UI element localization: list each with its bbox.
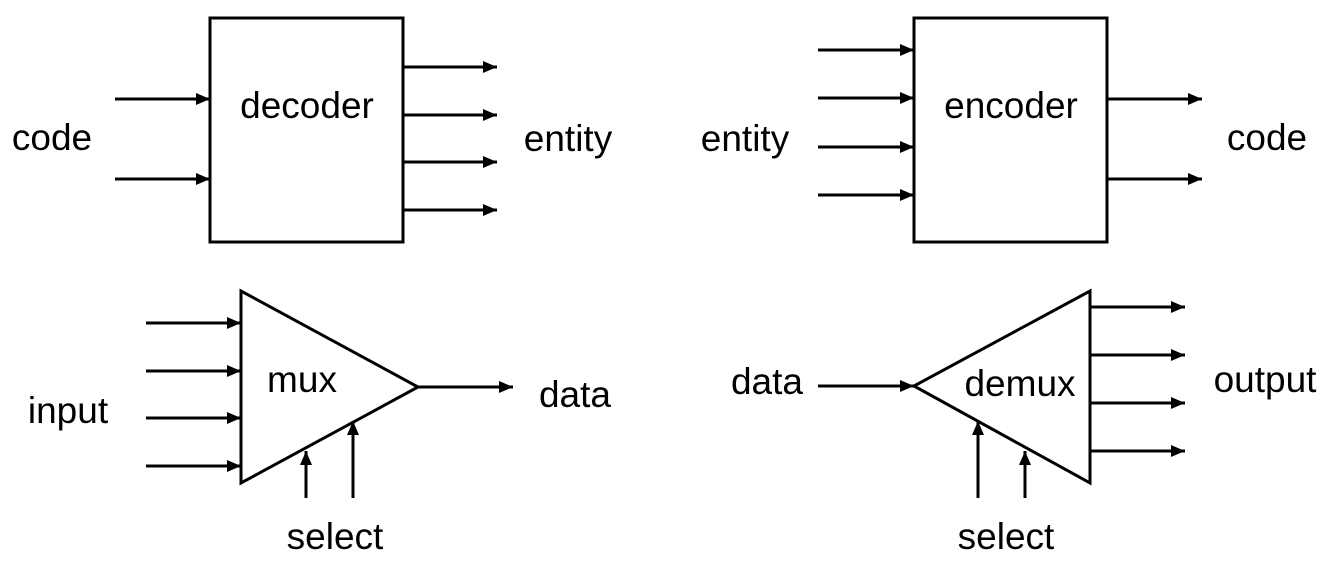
demux-output-label: output (1214, 359, 1318, 400)
encoder-box (912, 16, 1109, 244)
encoder-output-label: code (1227, 117, 1307, 158)
mux-input-label: input (28, 390, 109, 431)
decoder-box (208, 16, 405, 244)
decoder-input-label: code (12, 117, 92, 158)
decoder-block: decoder code entity (12, 16, 613, 244)
decoder-output-label: entity (524, 118, 613, 159)
mux-block: mux input data select (28, 288, 611, 557)
encoder-block: encoder entity code (701, 16, 1307, 244)
demux-block: demux data output select (731, 288, 1318, 557)
demux-input-label: data (731, 361, 803, 402)
mux-triangle (239, 288, 422, 486)
encoder-name: encoder (944, 85, 1078, 126)
mux-select-label: select (287, 516, 384, 557)
mux-output-label: data (539, 374, 611, 415)
mux-name: mux (267, 359, 337, 400)
encoder-input-label: entity (701, 118, 790, 159)
decoder-name: decoder (240, 85, 374, 126)
demux-select-label: select (958, 516, 1055, 557)
demux-name: demux (964, 363, 1076, 404)
demux-triangle (910, 288, 1092, 486)
